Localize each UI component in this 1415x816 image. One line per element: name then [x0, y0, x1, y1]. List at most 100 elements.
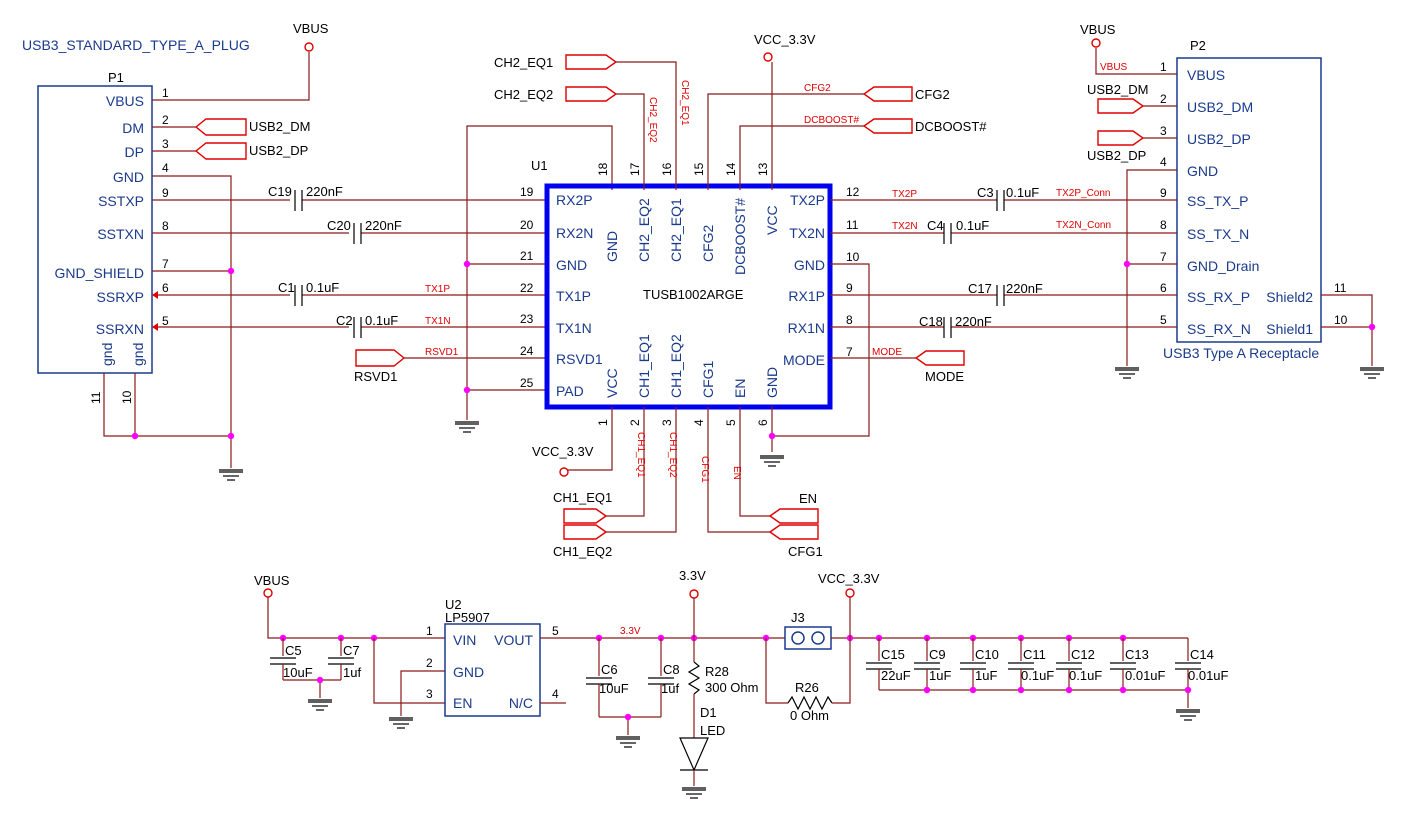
- p2-wires: VBUS VBUS USB2_DM USB2_DP: [1080, 22, 1385, 379]
- p2-shield-name: Shield1: [1266, 321, 1313, 337]
- p1-pin-name: GND_SHIELD: [55, 265, 144, 281]
- p2-pin-name: SS_TX_P: [1187, 193, 1248, 209]
- port-flag-icon: [914, 350, 965, 366]
- p1-bottom-pin-name: gnd: [99, 343, 115, 366]
- p2-pin-name: SS_RX_N: [1187, 321, 1251, 337]
- r26-ref: R26: [795, 680, 819, 695]
- p1-pin-name: DP: [125, 144, 144, 160]
- port-flag-icon: [194, 118, 247, 136]
- u1-pin-num: 24: [520, 344, 534, 358]
- p1-pin-name: GND: [113, 169, 144, 185]
- cap-ref: C4: [927, 218, 944, 233]
- u2-body: [444, 623, 541, 717]
- port-cfg2: CFG2: [915, 87, 950, 102]
- p2-pin-num: 7: [1160, 250, 1167, 264]
- u2-pin-num: 3: [426, 687, 433, 701]
- u1-pin-num: 16: [660, 162, 674, 176]
- u1-ref: U1: [531, 158, 548, 173]
- net-ch2-eq2: CH2_EQ2: [647, 97, 658, 143]
- cap-ref: C14: [1190, 647, 1214, 662]
- u1-pin-name: CH2_EQ1: [668, 198, 684, 262]
- u1-pin-name: VCC: [764, 205, 780, 235]
- net-tx2n-conn: TX2N_Conn: [1056, 220, 1111, 231]
- u1-pin-num: 14: [724, 162, 738, 176]
- port-flag-icon: [768, 524, 819, 540]
- net-tx1n: TX1N: [425, 316, 451, 327]
- p1-pin-num: 5: [162, 314, 169, 328]
- p1-bottom-pin-num: 10: [120, 390, 134, 404]
- u1-pin-num: 9: [846, 281, 853, 295]
- d1-ref: D1: [700, 705, 717, 720]
- cap-ref: C7: [343, 643, 360, 658]
- p1-body: [37, 85, 153, 374]
- cap-ref: C15: [881, 647, 905, 662]
- p1-pin-name: SSTXP: [98, 193, 144, 209]
- p2-pin-num: 3: [1160, 124, 1167, 138]
- port-flag-icon: [565, 86, 618, 102]
- led-d1-icon: [679, 737, 709, 772]
- power-section: VBUS C5 10uF C7 1uf U2 LP5907 VIN GND EN…: [254, 568, 1229, 799]
- p2-pin-num: 2: [1160, 92, 1167, 106]
- p2-pin-num: 5: [1160, 313, 1167, 327]
- p1-pin-num: 7: [162, 257, 169, 271]
- net-tx2p-conn: TX2P_Conn: [1056, 188, 1110, 199]
- u1-pin-num: 10: [846, 250, 860, 264]
- p1-pin-num: 4: [162, 161, 169, 175]
- p2-pin-num: 9: [1160, 186, 1167, 200]
- p1-title: USB3_STANDARD_TYPE_A_PLUG: [22, 37, 250, 53]
- u2-pin-name: VOUT: [494, 632, 533, 648]
- port-rsvd1: RSVD1: [354, 369, 397, 384]
- cap-ref: C8: [663, 662, 680, 677]
- port-flag-icon: [862, 86, 913, 102]
- u1-pin-num: 25: [520, 376, 534, 390]
- p1-pin-name: SSRXP: [97, 289, 144, 305]
- net-tx2n: TX2N: [892, 221, 918, 232]
- net-ch1-eq1: CH1_EQ1: [635, 432, 646, 478]
- cap-value: 220nF: [955, 314, 992, 329]
- cap-value: 1uF: [929, 668, 951, 683]
- u1-pin-num: 4: [692, 419, 706, 426]
- u1-pin-name: RX2P: [556, 192, 593, 208]
- u2-pin-num: 2: [426, 656, 433, 670]
- u1-pin-num: 22: [520, 281, 534, 295]
- cap-ref: C13: [1125, 647, 1149, 662]
- u1-pin-name: GND: [556, 257, 587, 273]
- p2-pin-name: GND_Drain: [1187, 258, 1259, 274]
- u1-pin-name: GND: [764, 367, 780, 398]
- u1-pin-num: 12: [846, 185, 860, 199]
- port-flag-icon: [768, 508, 819, 524]
- jumper-pin-icon: [811, 631, 825, 645]
- p2-shield-num: 11: [1334, 281, 1347, 295]
- u2-pin-num: 4: [552, 687, 559, 701]
- port-ch1-eq2: CH1_EQ2: [553, 544, 612, 559]
- p2-pin-num: 1: [1160, 60, 1167, 74]
- port-ch1-eq1: CH1_EQ1: [553, 490, 612, 505]
- u1-pin-name: TX1P: [556, 288, 591, 304]
- u1-pin-name: TX2P: [790, 192, 825, 208]
- u1-pin-name: GND: [604, 231, 620, 262]
- u2-part: LP5907: [445, 610, 490, 625]
- p1-pin-num: 9: [162, 186, 169, 200]
- net-rsvd1: RSVD1: [425, 347, 459, 358]
- p2-pin-num: 8: [1160, 218, 1167, 232]
- connector-p1: USB3_STANDARD_TYPE_A_PLUG P1 VBUS DM DP …: [22, 37, 250, 404]
- net-ch2-eq1: CH2_EQ1: [679, 80, 690, 126]
- u1-pin-name: CH1_EQ2: [668, 334, 684, 398]
- p2-pin-name: USB2_DP: [1187, 131, 1251, 147]
- net-dcboost: DCBOOST#: [804, 115, 859, 126]
- port-usb2-dp-p2: USB2_DP: [1087, 148, 1146, 163]
- v33-label: 3.3V: [679, 568, 706, 583]
- cap-ref: C18: [919, 314, 943, 329]
- u1-pin-name: GND: [794, 257, 825, 273]
- u1-pin-name: RSVD1: [556, 351, 603, 367]
- port-flag-icon: [563, 524, 608, 540]
- cap-ref: C20: [327, 218, 351, 233]
- d1-value: LED: [700, 723, 725, 738]
- cap-ref: C1: [278, 280, 295, 295]
- u1-pin-name: RX2N: [556, 225, 593, 241]
- cap-ref: C2: [336, 313, 353, 328]
- p1-wires: [103, 52, 547, 481]
- r28-ref: R28: [705, 664, 729, 679]
- port-en: EN: [799, 491, 817, 506]
- cap-value: 0.01uF: [1125, 668, 1166, 683]
